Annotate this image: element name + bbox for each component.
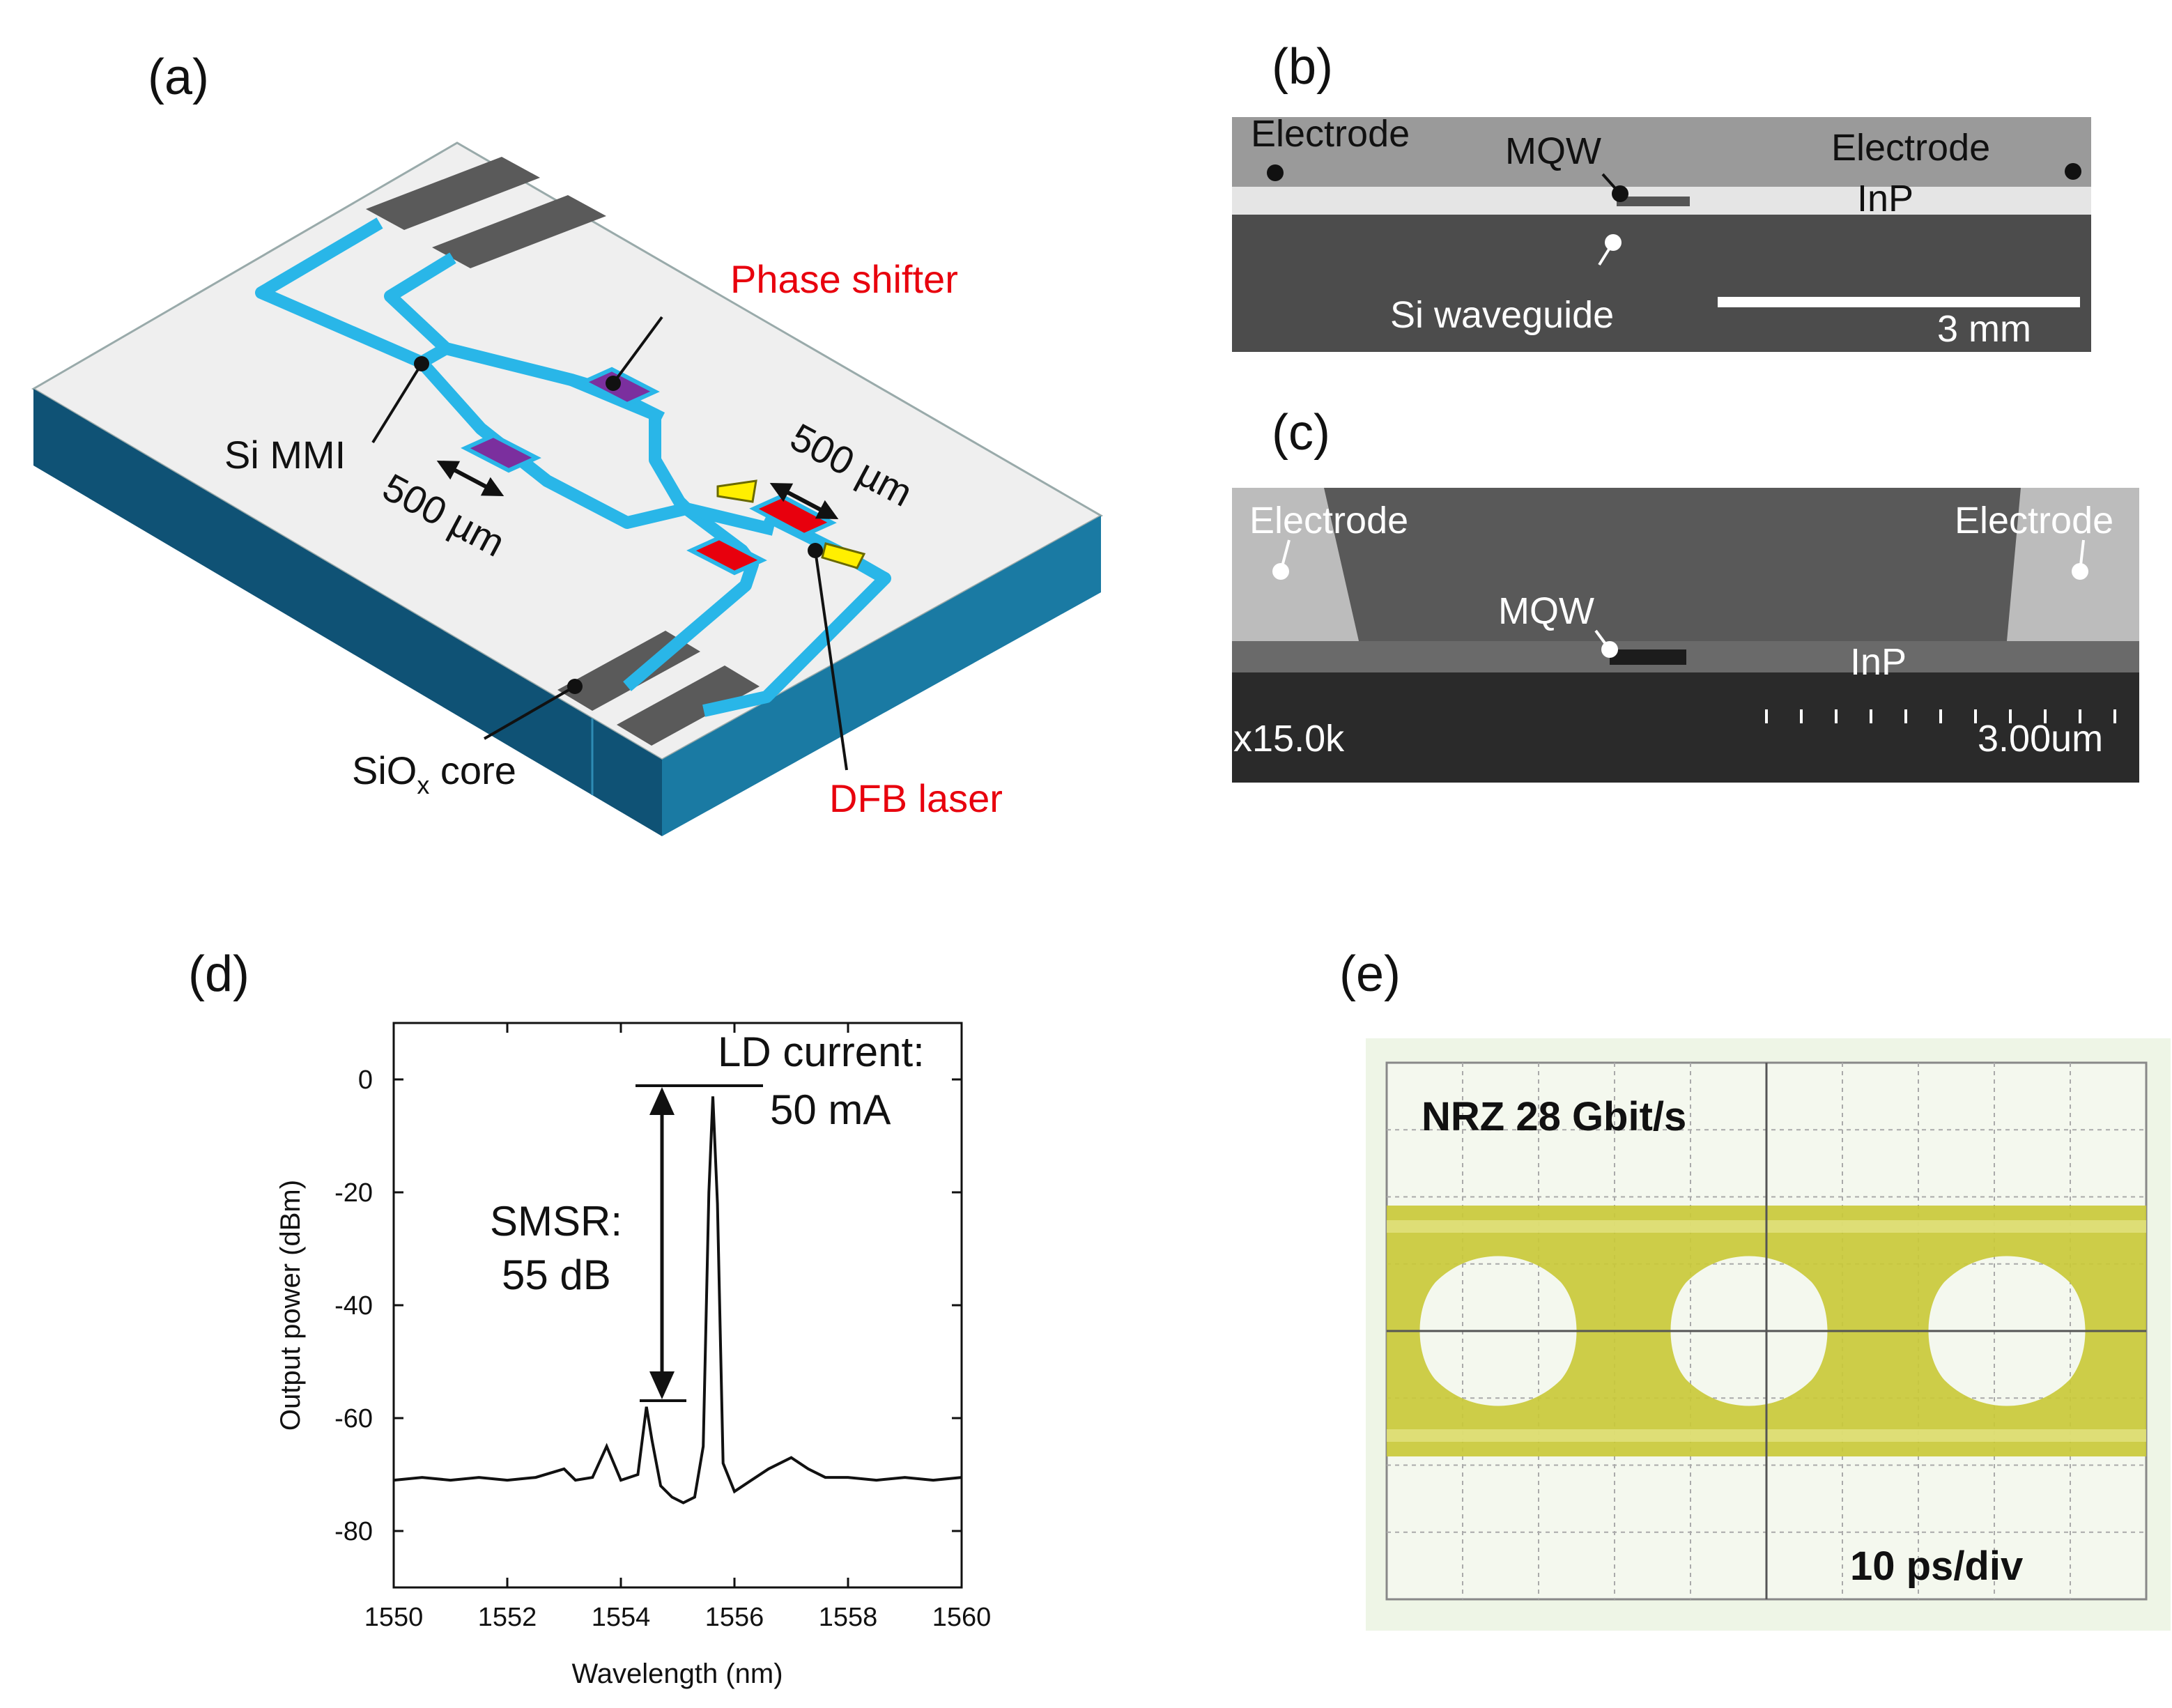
x-ticks: 1550 1552 1554 1556 1558 1560 [364, 1023, 992, 1632]
y-tick-label: -20 [334, 1178, 373, 1208]
spectrum-line [393, 1096, 962, 1505]
dfb-laser-label: DFB laser [829, 776, 1003, 820]
leader-line [1279, 539, 1291, 572]
eye-pattern [1387, 1206, 2146, 1456]
y-tick-label: -80 [334, 1517, 373, 1546]
si-waveguide-label: Si waveguide [1390, 294, 1614, 336]
y-tick-label: -40 [334, 1291, 373, 1321]
smsr-label: SMSR: [490, 1198, 622, 1245]
y-tick-label: -60 [334, 1404, 373, 1433]
mqw-label: MQW [1498, 590, 1594, 632]
smsr-arrowhead-bottom [649, 1371, 675, 1399]
electrode-left-label: Electrode [1249, 500, 1408, 541]
output-arrow-left [716, 479, 757, 503]
x-axis-label: Wavelength (nm) [571, 1659, 783, 1689]
siox-core-label: SiOx core [352, 748, 516, 799]
electrode-pad [366, 157, 540, 230]
eye-format-label: NRZ 28 Gbit/s [1422, 1094, 1686, 1139]
x-tick-label: 1550 [364, 1603, 424, 1632]
electrode-pad [617, 665, 760, 746]
panel-c: (c) Electrode Electrode MQW InP x15.0k 3… [1232, 405, 2139, 783]
ld-current-value: 50 mA [770, 1086, 891, 1133]
mqw-label: MQW [1505, 130, 1601, 172]
x-tick-label: 1554 [592, 1603, 651, 1632]
scale-label-c: 3.00um [1978, 718, 2103, 760]
electrode-right-label: Electrode [1955, 500, 2113, 541]
panel-d-label: (d) [188, 946, 249, 1002]
leader-line [1601, 173, 1622, 195]
magnification-label: x15.0k [1233, 718, 1345, 760]
sem-c-electrode-left [1232, 488, 1359, 641]
sem-c-substrate [1232, 672, 2139, 783]
sem-b-substrate [1232, 215, 2091, 352]
marker-dot [606, 376, 621, 391]
dimension-arrow [436, 460, 505, 497]
x-tick-label: 1552 [478, 1603, 537, 1632]
leader-line [2079, 539, 2085, 572]
substrate-right-face [662, 516, 1101, 836]
smsr-arrowhead-top [649, 1087, 675, 1115]
sem-c-upper [1232, 488, 2139, 669]
dfb-laser-left [686, 535, 767, 576]
output-arrow-right [821, 542, 866, 569]
panel-a-label: (a) [148, 49, 209, 105]
y-ticks: 0 -20 -40 -60 -80 [334, 1065, 962, 1546]
ld-current-label: LD current: [718, 1029, 925, 1075]
panel-a: (a) [31, 49, 1104, 836]
dimension-arrow [769, 482, 839, 520]
panel-e: (e) NRZ 28 Gbit/s 10 ps/div [1339, 946, 2171, 1631]
electrode-left-label: Electrode [1251, 113, 1410, 155]
panel-b-label: (b) [1272, 39, 1333, 95]
eye-timebase-label: 10 ps/div [1850, 1544, 2023, 1589]
leader-line [814, 550, 848, 771]
electrode-pad [432, 195, 606, 268]
x-tick-label: 1560 [932, 1603, 992, 1632]
leader-line [371, 362, 423, 444]
sem-b-mqw-region [1617, 197, 1690, 206]
phase-shifter-label: Phase shifter [730, 257, 958, 301]
sem-b-top-band [1232, 117, 2091, 187]
scale-ticks-c [1765, 709, 2116, 723]
inp-label: InP [1850, 641, 1907, 683]
x-tick-label: 1556 [705, 1603, 764, 1632]
inp-label: InP [1857, 178, 1913, 220]
sem-c-electrode-right [2007, 488, 2139, 641]
panel-e-label: (e) [1339, 946, 1401, 1002]
y-axis-label: Output power (dBm) [275, 1180, 306, 1431]
marker-dot [1267, 164, 1284, 181]
marker-dot [2065, 163, 2081, 180]
leader-line [612, 316, 663, 385]
sem-c-mqw-region [1610, 649, 1686, 665]
marker-dot [808, 543, 823, 558]
smsr-value: 55 dB [502, 1252, 611, 1298]
leader-line [1594, 629, 1611, 651]
marker-dot [567, 679, 583, 694]
scale-label-b: 3 mm [1937, 308, 2031, 350]
leader-line [484, 685, 576, 740]
substrate-left-face [33, 389, 662, 836]
y-tick-label: 0 [358, 1065, 373, 1095]
leader-line [1598, 241, 1615, 266]
electrode-right-label: Electrode [1831, 127, 1990, 169]
marker-dot [414, 356, 429, 371]
panel-c-label: (c) [1272, 405, 1330, 461]
x-tick-label: 1558 [819, 1603, 878, 1632]
scale-bar-b [1718, 297, 2080, 307]
si-mmi-label: Si MMI [224, 433, 346, 477]
panel-b: (b) Electrode MQW Electrode InP Si waveg… [1232, 39, 2091, 352]
